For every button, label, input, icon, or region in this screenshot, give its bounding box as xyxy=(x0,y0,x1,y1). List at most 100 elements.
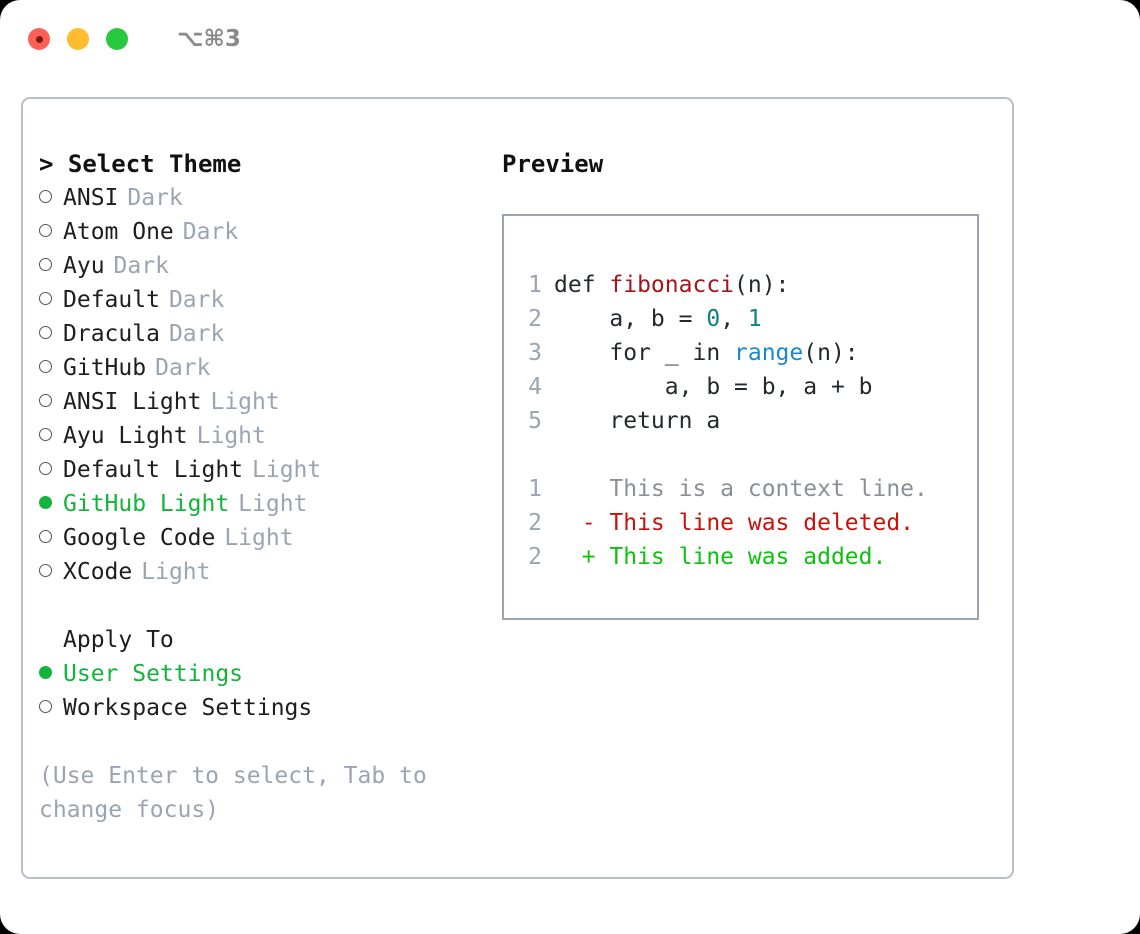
apply-to-option-workspace-settings[interactable]: Workspace Settings xyxy=(39,691,499,725)
theme-option-label: Default Light xyxy=(63,457,244,483)
code-token: range xyxy=(734,340,804,366)
code-token: , xyxy=(720,306,748,332)
maximize-window-icon[interactable] xyxy=(106,28,128,50)
code-token: def xyxy=(554,272,610,298)
code-token: for _ in xyxy=(554,340,735,366)
radio-unselected-icon[interactable] xyxy=(39,326,52,339)
line-number: 3 xyxy=(528,340,542,366)
diff-marker: + xyxy=(554,544,610,570)
close-window-icon[interactable] xyxy=(28,28,50,50)
theme-option-label: GitHub xyxy=(63,355,147,381)
theme-option-label: Atom One xyxy=(63,219,174,245)
code-token: return a xyxy=(554,408,721,434)
code-token: 0 xyxy=(706,306,721,332)
theme-option-badge: Light xyxy=(224,525,294,551)
radio-unselected-icon[interactable] xyxy=(39,190,52,203)
radio-unselected-icon[interactable] xyxy=(39,224,52,237)
diff-marker: - xyxy=(554,510,610,536)
code-line-text: for _ in range(n): xyxy=(554,336,859,370)
theme-option-default-light[interactable]: Default Light Light xyxy=(39,453,499,487)
theme-option-label: XCode xyxy=(63,559,133,585)
diff-line: 2 - This line was deleted. xyxy=(504,506,977,540)
line-number: 4 xyxy=(528,374,542,400)
code-token: fibonacci xyxy=(609,272,735,298)
keyboard-shortcut-label: ⌥⌘3 xyxy=(177,26,241,52)
code-line: 4 a, b = b, a + b xyxy=(504,370,977,404)
theme-option-ayu[interactable]: Ayu Dark xyxy=(39,249,499,283)
theme-option-dracula[interactable]: Dracula Dark xyxy=(39,317,499,351)
code-line: 3 for _ in range(n): xyxy=(504,336,977,370)
theme-option-badge: Light xyxy=(196,423,266,449)
radio-selected-icon[interactable] xyxy=(39,496,52,509)
diff-line-text: This line was deleted. xyxy=(609,510,915,536)
line-number: 2 xyxy=(528,306,542,332)
theme-option-badge: Light xyxy=(252,457,322,483)
theme-option-badge: Dark xyxy=(113,253,169,279)
theme-option-badge: Dark xyxy=(127,185,183,211)
apply-to-option-user-settings[interactable]: User Settings xyxy=(39,657,499,691)
traffic-lights xyxy=(28,28,128,50)
theme-option-xcode[interactable]: XCode Light xyxy=(39,555,499,589)
code-token: a, b = xyxy=(554,306,707,332)
code-token: (n): xyxy=(734,272,790,298)
line-number: 1 xyxy=(528,476,542,502)
code-line-text: a, b = b, a + b xyxy=(554,370,873,404)
theme-option-label: GitHub Light xyxy=(63,491,230,517)
code-line-text: return a xyxy=(554,404,720,438)
radio-selected-icon[interactable] xyxy=(39,666,52,679)
diff-marker xyxy=(554,472,609,506)
code-token: a, b = b, a + b xyxy=(554,374,873,400)
radio-unselected-icon[interactable] xyxy=(39,462,52,475)
diff-line-text: This line was added. xyxy=(609,544,887,570)
radio-unselected-icon[interactable] xyxy=(39,394,52,407)
diff-line-text: This is a context line. xyxy=(609,476,928,502)
select-theme-heading: > Select Theme xyxy=(39,150,242,178)
radio-unselected-icon[interactable] xyxy=(39,428,52,441)
theme-option-ayu-light[interactable]: Ayu Light Light xyxy=(39,419,499,453)
radio-unselected-icon[interactable] xyxy=(39,564,52,577)
diff-line: 1 This is a context line. xyxy=(504,472,977,506)
theme-option-label: Default xyxy=(63,287,160,313)
theme-option-label: Ayu Light xyxy=(63,423,188,449)
code-line: 2 a, b = 0, 1 xyxy=(504,302,977,336)
radio-unselected-icon[interactable] xyxy=(39,700,52,713)
code-token: 1 xyxy=(747,306,762,332)
line-number: 1 xyxy=(528,272,542,298)
keyboard-hint-text: (Use Enter to select, Tab to change focu… xyxy=(39,763,427,823)
apply-to-option-label: Workspace Settings xyxy=(63,695,313,721)
code-line: 5 return a xyxy=(504,404,977,438)
diff-line: 2 + This line was added. xyxy=(504,540,977,574)
apply-to-option-label: User Settings xyxy=(63,661,244,687)
radio-unselected-icon[interactable] xyxy=(39,360,52,373)
radio-unselected-icon[interactable] xyxy=(39,530,52,543)
radio-unselected-icon[interactable] xyxy=(39,258,52,271)
radio-unselected-icon[interactable] xyxy=(39,292,52,305)
diff-sample: 1 This is a context line.2 - This line w… xyxy=(504,472,977,574)
code-token: (n): xyxy=(803,340,859,366)
theme-option-label: Ayu xyxy=(63,253,105,279)
line-number: 2 xyxy=(528,510,542,536)
theme-option-badge: Dark xyxy=(168,321,225,347)
apply-to-heading: Apply To xyxy=(39,623,499,657)
theme-option-label: Dracula xyxy=(63,321,160,347)
title-bar: ⌥⌘3 xyxy=(0,0,1140,78)
spacer-bullet-icon xyxy=(39,632,52,645)
minimize-window-icon[interactable] xyxy=(67,28,89,50)
theme-option-badge: Light xyxy=(141,559,211,585)
